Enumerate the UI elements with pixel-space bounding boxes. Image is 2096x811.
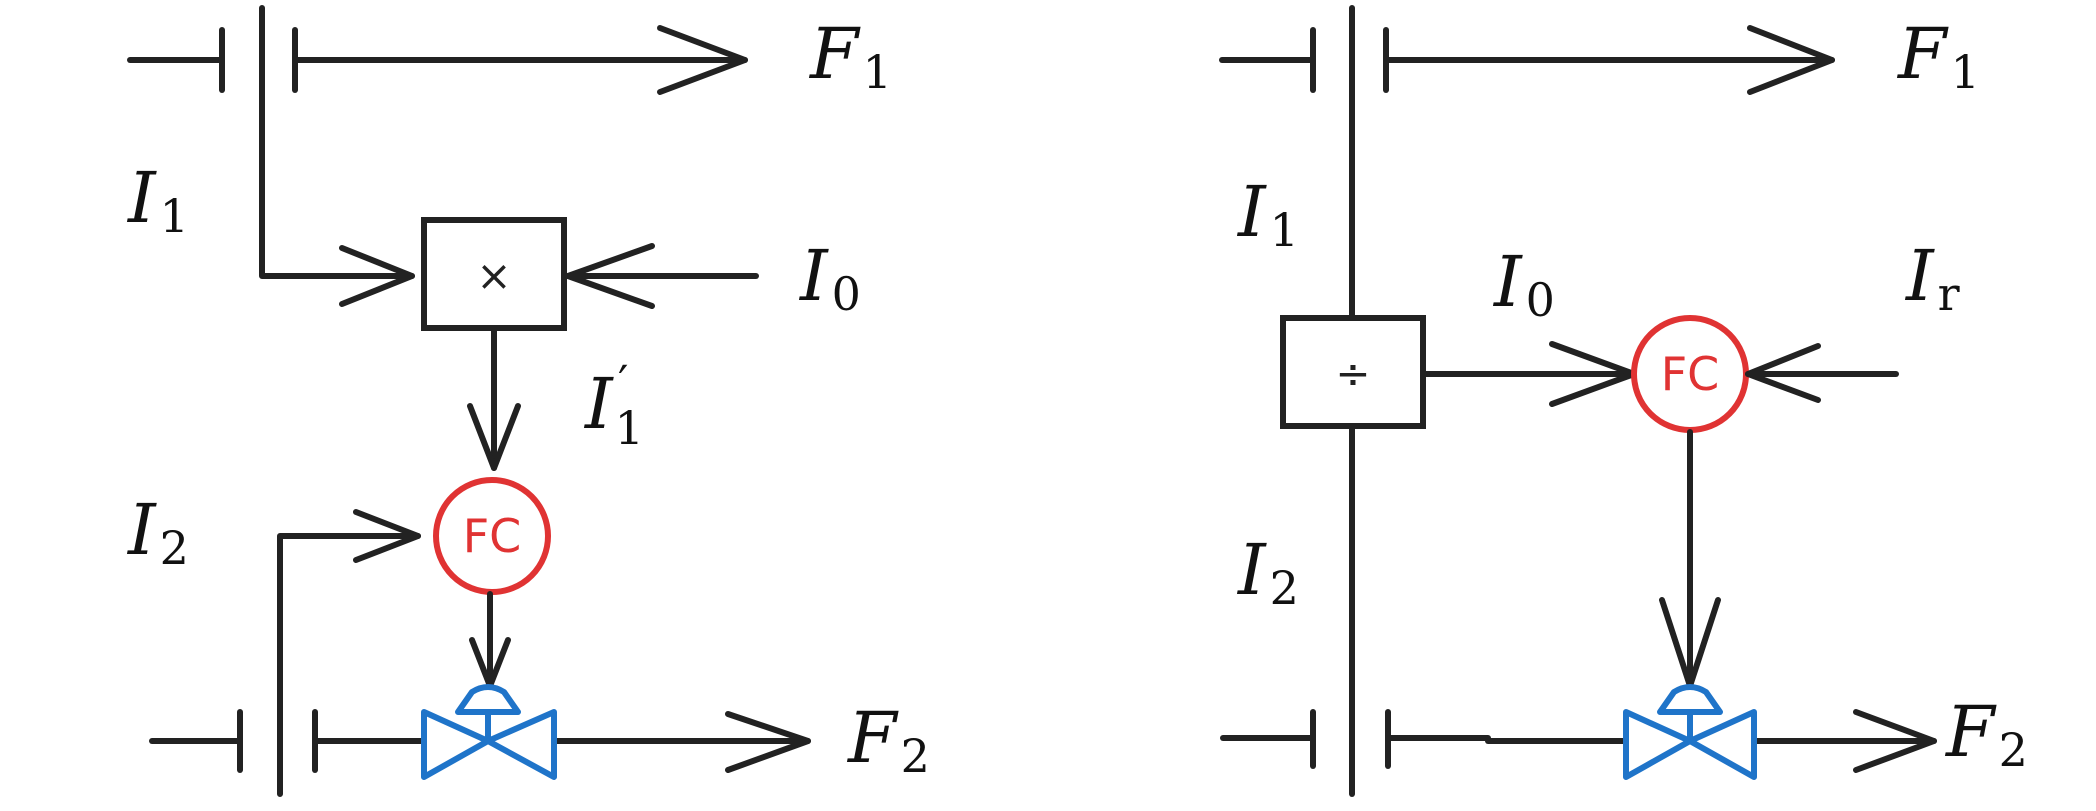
left-f2-arrowhead xyxy=(725,711,811,773)
divide-symbol: ÷ xyxy=(1335,349,1370,398)
left-i1-arrowhead xyxy=(339,245,415,307)
right-valve-actuator xyxy=(1657,684,1723,715)
left-fc-output-line xyxy=(469,591,511,689)
left-fc-label: FC xyxy=(463,509,522,563)
left-multiplier-block: × xyxy=(421,217,567,331)
left-i0-arrowhead xyxy=(565,243,655,309)
right-label-f1: F1 xyxy=(1896,13,1980,99)
right-ir-arrowhead xyxy=(1745,343,1821,403)
right-label-i1: I1 xyxy=(1236,171,1299,257)
right-ir-signal-line xyxy=(1745,343,1899,403)
right-f2-flow-line xyxy=(1220,709,1937,773)
left-f2-flow-line xyxy=(149,709,811,773)
right-divider-block: ÷ xyxy=(1280,315,1426,429)
right-i0-signal-line xyxy=(1422,341,1637,407)
right-f1-arrowhead xyxy=(1747,25,1835,95)
right-control-valve xyxy=(1623,684,1757,780)
right-f2-arrowhead xyxy=(1853,709,1937,773)
left-i2-arrowhead xyxy=(353,509,421,563)
right-label-f2: F2 xyxy=(1944,691,2028,777)
left-valve-actuator xyxy=(455,684,521,715)
left-control-valve xyxy=(421,684,557,780)
right-scheme: F1 I1 I2 ÷ I0 FC Ir xyxy=(1219,5,2028,797)
right-label-i0: I0 xyxy=(1492,241,1555,327)
left-label-f1: F1 xyxy=(808,13,892,99)
right-label-ir: Ir xyxy=(1904,235,1960,321)
left-f1-arrowhead xyxy=(657,25,748,95)
right-f1-flow-line xyxy=(1219,5,1835,115)
left-label-i0: I0 xyxy=(798,235,861,321)
left-flow-controller: FC xyxy=(433,477,551,595)
left-i1prime-arrowhead xyxy=(467,403,521,471)
left-f1-flow-line xyxy=(127,5,748,115)
left-label-i1: I1 xyxy=(126,157,189,243)
multiply-symbol: × xyxy=(476,251,511,300)
left-i1-signal-line xyxy=(259,109,415,307)
right-flow-controller: FC xyxy=(1631,315,1749,433)
right-label-i2: I2 xyxy=(1236,529,1299,615)
left-i0-signal-line xyxy=(565,243,759,309)
left-label-f2: F2 xyxy=(846,697,930,783)
left-label-i1-prime: I1′ xyxy=(583,355,644,455)
right-fc-output-line xyxy=(1659,429,1721,689)
left-i2-signal-line xyxy=(277,509,421,797)
left-label-i2: I2 xyxy=(126,489,189,575)
right-fc-label: FC xyxy=(1661,347,1720,401)
left-i1prime-signal-line xyxy=(467,327,521,471)
left-scheme: F1 I1 × I0 I1′ FC xyxy=(126,5,930,797)
